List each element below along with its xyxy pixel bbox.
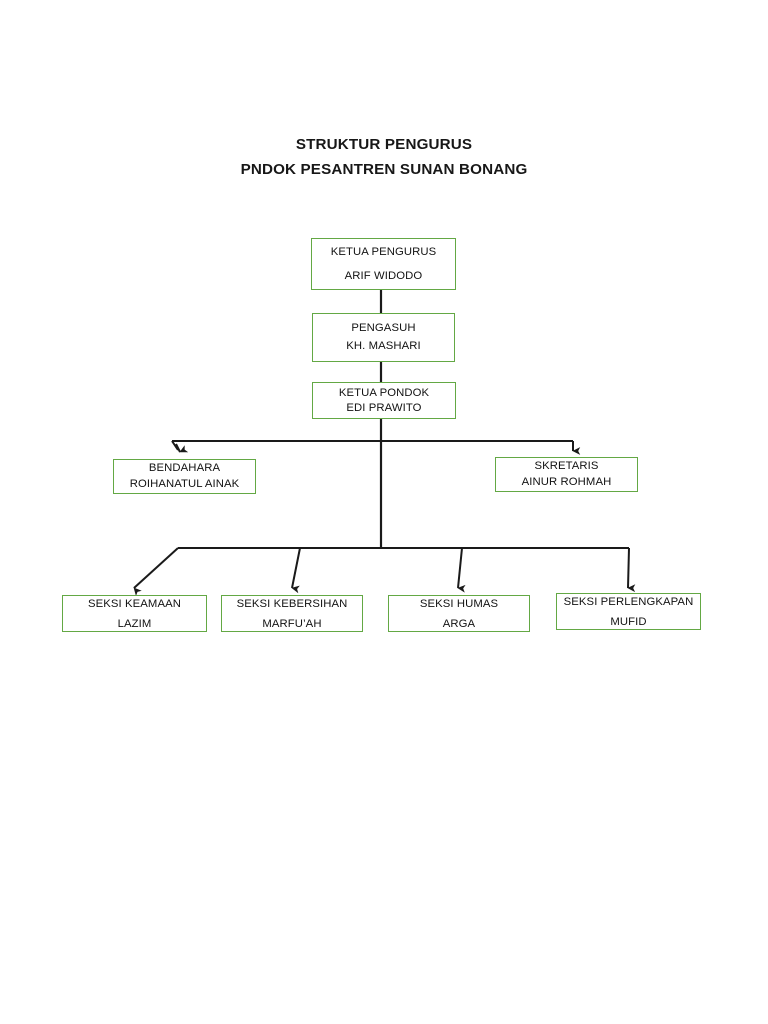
node-name: KH. MASHARI [346,339,421,352]
node-role: KETUA PENGURUS [330,246,437,258]
node-role: PENGASUH [351,322,416,334]
node-skretaris[interactable]: SKRETARIS AINUR ROHMAH [495,457,638,492]
node-seksi-kebersihan[interactable]: SEKSI KEBERSIHAN MARFU’AH [221,595,363,632]
edge-ketua-pondok-bendahara [175,443,189,453]
node-role: SEKSI PERLENGKAPAN [563,595,694,608]
node-ketua-pengurus[interactable]: KETUA PENGURUS ARIF WIDODO [311,238,456,290]
node-name: ARIF WIDODO [344,270,423,282]
node-role: SEKSI KEAMAAN [88,597,181,610]
node-seksi-humas[interactable]: SEKSI HUMAS ARGA [388,595,530,632]
edge-ketua-pondok-seksi-kebersihan [291,547,301,594]
edge-ketua-pondok-seksi-perlengkapan [627,547,636,593]
node-ketua-pondok[interactable]: KETUA PONDOK EDI PRAWITO [312,382,456,419]
title-line-1: STRUKTUR PENGURUS [295,136,473,153]
node-name: ARGA [442,617,476,630]
node-name: AINUR ROHMAH [521,475,612,488]
edge-bendahara-elbow [171,440,179,451]
title-line-2: PNDOK PESANTREN SUNAN BONANG [240,161,528,178]
node-role: SKRETARIS [534,460,599,472]
node-seksi-perlengkapan[interactable]: SEKSI PERLENGKAPAN MUFID [556,593,701,630]
node-name: MARFU’AH [262,617,322,630]
node-name: ROIHANATUL AINAK [129,477,240,490]
node-name: MUFID [610,615,647,628]
page-title: STRUKTUR PENGURUS PNDOK PESANTREN SUNAN … [0,132,768,182]
node-role: SEKSI HUMAS [419,597,499,610]
node-role: BENDAHARA [148,462,221,474]
node-name: EDI PRAWITO [346,401,422,414]
node-role: KETUA PONDOK [338,387,430,399]
edge-ketua-pondok-seksi-keamaan [133,547,179,596]
node-role: SEKSI KEBERSIHAN [236,597,348,610]
node-name: LAZIM [117,617,152,630]
node-seksi-keamaan[interactable]: SEKSI KEAMAAN LAZIM [62,595,207,632]
edge-ketua-pondok-seksi-humas [457,547,466,593]
node-pengasuh[interactable]: PENGASUH KH. MASHARI [312,313,455,362]
node-bendahara[interactable]: BENDAHARA ROIHANATUL AINAK [113,459,256,494]
